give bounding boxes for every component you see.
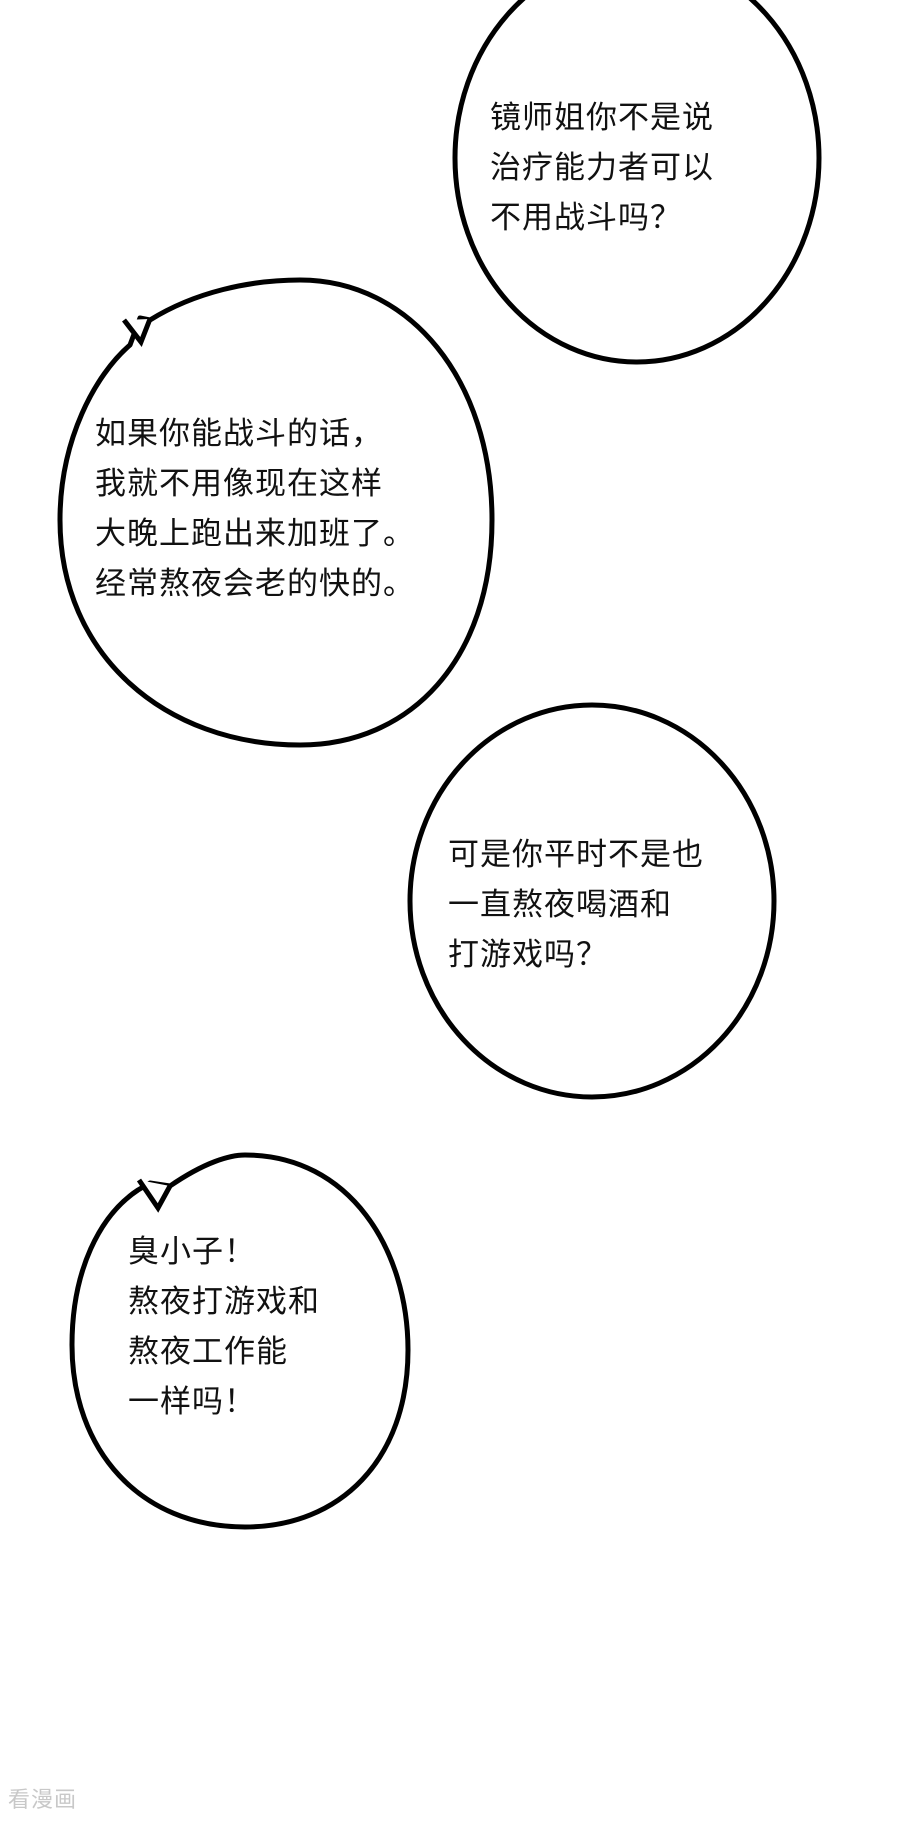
bubble-4-line-2: 熬夜打游戏和 [128,1284,320,1320]
bubble-2-line-3: 大晚上跑出来加班了。 [95,516,415,552]
bubble-4-line-4: 一样吗！ [128,1384,256,1420]
bubble-3-text: 可是你平时不是也 一直熬夜喝酒和 打游戏吗？ [448,830,704,980]
bubble-2-line-2: 我就不用像现在这样 [95,466,383,502]
bubble-4-line-3: 熬夜工作能 [128,1334,288,1370]
speech-bubble-4-tail [136,1178,173,1213]
speech-bubble-1 [452,0,822,365]
speech-bubble-2 [57,277,495,748]
watermark: 看漫画 [8,1788,78,1813]
bubble-2-text: 如果你能战斗的话， 我就不用像现在这样 大晚上跑出来加班了。 经常熬夜会老的快的… [95,409,415,609]
bubble-4-line-1: 臭小子！ [128,1234,256,1270]
bubble-1-line-2: 治疗能力者可以 [490,150,714,186]
speech-bubble-3 [407,702,777,1100]
bubble-1-line-1: 镜师姐你不是说 [490,100,714,136]
bubble-3-line-2: 一直熬夜喝酒和 [448,887,672,923]
bubble-3-line-1: 可是你平时不是也 [448,837,704,873]
bubble-4-text: 臭小子！ 熬夜打游戏和 熬夜工作能 一样吗！ [128,1227,320,1427]
bubble-1-line-3: 不用战斗吗？ [490,200,682,236]
bubble-2-line-1: 如果你能战斗的话， [95,416,383,452]
bubble-2-line-4: 经常熬夜会老的快的。 [95,566,415,602]
bubble-3-line-3: 打游戏吗？ [448,937,608,973]
speech-bubble-2-tail [122,318,153,348]
speech-bubble-4 [69,1152,411,1530]
bubble-1-text: 镜师姐你不是说 治疗能力者可以 不用战斗吗？ [490,93,714,243]
